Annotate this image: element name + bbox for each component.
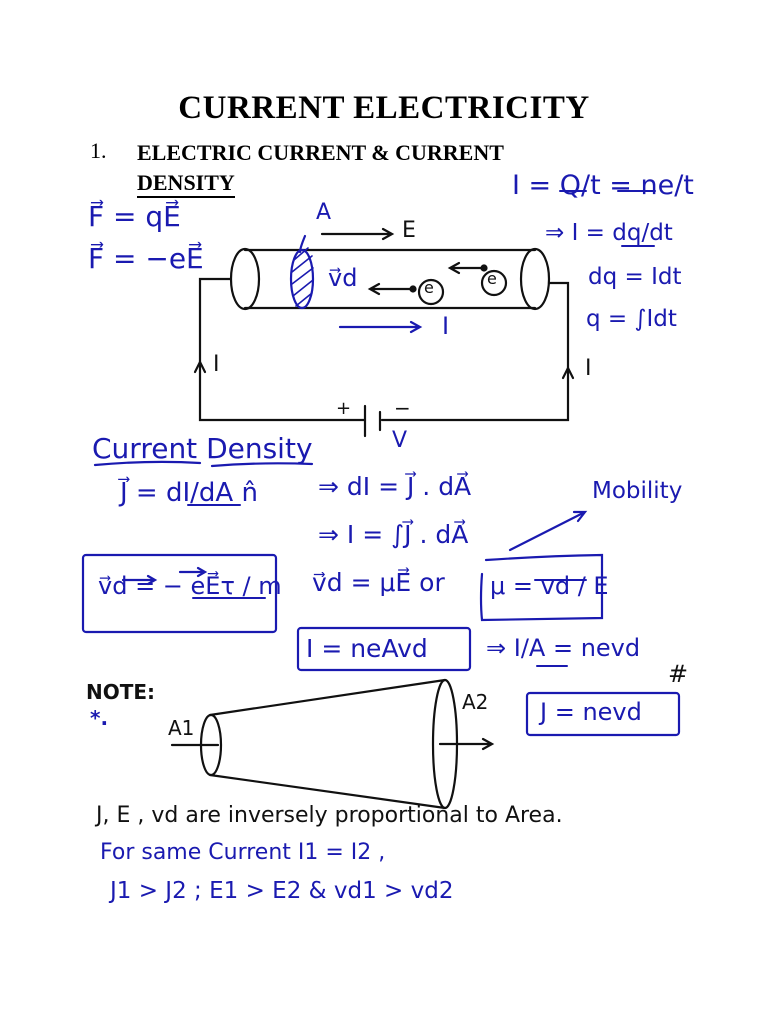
electron-1 — [417, 278, 445, 306]
current-density-heading: Current Density — [92, 432, 313, 465]
vd-formula-box — [81, 553, 278, 634]
label-I-wire: I — [442, 312, 450, 340]
label-A1: A1 — [168, 716, 195, 740]
wire-cylinder — [243, 248, 537, 310]
page-title: CURRENT ELECTRICITY — [178, 90, 590, 126]
note-label: NOTE: — [86, 680, 156, 704]
label-I-right: I — [585, 356, 592, 381]
vd-formula: v⃗d = − eE⃗τ / m — [98, 572, 282, 600]
j-definition: J⃗ = dI/dA n̂ — [120, 478, 258, 508]
mu-formula-box — [479, 553, 604, 622]
label-I-left: I — [213, 352, 220, 377]
current-derivative: ⇒ I = dq/dt — [545, 220, 673, 246]
i-neavd: I = neAvd — [306, 634, 428, 663]
current-definition: I = Q/t = ne/t — [512, 170, 694, 201]
j-nevd: J = nevd — [540, 698, 642, 726]
section-title-line1: ELECTRIC CURRENT & CURRENT — [137, 140, 504, 165]
field-arrow — [320, 227, 395, 241]
label-A2: A2 — [462, 690, 489, 714]
cross-section-A — [289, 248, 315, 310]
vd-mobility: v⃗d = μE⃗ or — [312, 568, 445, 597]
tapered-conductor — [208, 678, 447, 810]
comparison-line: J1 > J2 ; E1 > E2 & vd1 > vd2 — [110, 878, 454, 904]
i-neavd-box — [296, 626, 472, 672]
current-arrow — [338, 320, 423, 334]
battery — [363, 404, 382, 438]
mobility-arrow — [508, 510, 588, 552]
label-vd: v⃗d — [328, 264, 358, 292]
i-integral: ⇒ I = ∫J⃗ . dA⃗ — [318, 520, 469, 549]
note-star: *. — [90, 706, 109, 730]
drift-arrow — [367, 282, 417, 296]
dq-equation: dq = Idt — [588, 264, 682, 290]
battery-voltage: V — [392, 428, 408, 453]
battery-plus: + — [336, 398, 352, 419]
label-A: A — [316, 200, 332, 225]
electron-2 — [480, 269, 508, 297]
j-nevd-box — [525, 691, 681, 737]
mobility-label: Mobility — [592, 478, 683, 504]
inverse-proportion-line: J, E , vd are inversely proportional to … — [96, 803, 563, 828]
section-heading: ELECTRIC CURRENT & CURRENT DENSITY — [137, 138, 607, 198]
battery-minus: − — [394, 396, 411, 420]
i-over-a: ⇒ I/A = nevd — [486, 634, 641, 662]
section-number: 1. — [90, 138, 107, 163]
label-E: E — [402, 218, 416, 243]
force-eq-1: F⃗ = qE⃗ — [88, 200, 181, 233]
wire-right-end — [519, 247, 551, 311]
q-equation: q = ∫Idt — [586, 306, 677, 332]
section-title-line2: DENSITY — [137, 170, 235, 198]
force-eq-2: F⃗ = −eE⃗ — [88, 242, 204, 275]
circuit-loop — [198, 277, 570, 422]
hash-mark: # — [668, 660, 689, 688]
label-e1: e — [424, 278, 434, 297]
label-e2: e — [487, 269, 497, 288]
di-equation: ⇒ dI = J⃗ . dA⃗ — [318, 472, 472, 501]
wire-left-end — [229, 247, 261, 311]
same-current-line: For same Current I1 = I2 , — [100, 840, 386, 865]
mu-formula: μ = vd / E — [490, 572, 609, 600]
current-density-underline — [93, 460, 314, 468]
